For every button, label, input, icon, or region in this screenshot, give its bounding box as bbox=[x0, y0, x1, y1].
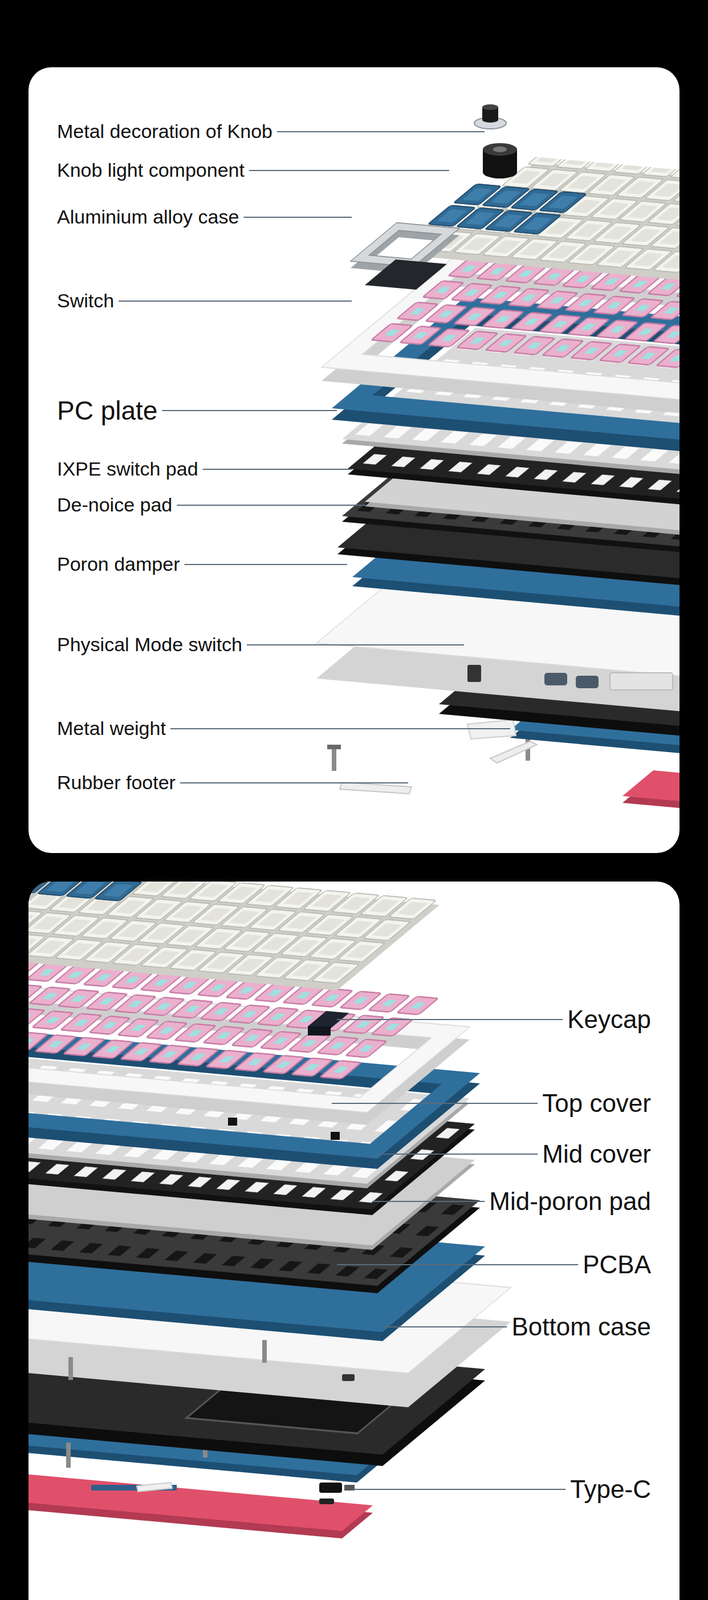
leader-line bbox=[372, 1200, 485, 1202]
leader-line bbox=[382, 1325, 507, 1328]
part-label: Type-C bbox=[570, 1474, 651, 1504]
part-label: Mid-poron pad bbox=[489, 1186, 651, 1216]
leader-line bbox=[180, 782, 409, 784]
leader-line bbox=[170, 727, 511, 730]
part-label: Metal weight bbox=[57, 717, 166, 740]
part-label: PC plate bbox=[57, 395, 158, 426]
leader-line bbox=[249, 169, 450, 172]
part-label: Aluminium alloy case bbox=[57, 205, 239, 229]
part-label: IXPE switch pad bbox=[57, 457, 199, 480]
leader-line bbox=[336, 1263, 579, 1265]
leader-line bbox=[184, 563, 348, 565]
part-label: Rubber footer bbox=[57, 771, 176, 794]
leader-line bbox=[161, 409, 337, 412]
leader-line bbox=[202, 468, 352, 470]
leader-line bbox=[176, 504, 368, 506]
part-label: Knob light component bbox=[57, 159, 245, 182]
leader-line bbox=[352, 1488, 566, 1490]
part-label: Mid cover bbox=[542, 1139, 651, 1169]
part-label: Switch bbox=[57, 289, 115, 312]
part-label: Keycap bbox=[567, 1004, 651, 1035]
leader-line bbox=[118, 300, 352, 302]
leader-line bbox=[331, 1102, 538, 1104]
part-label: Poron damper bbox=[57, 552, 180, 576]
part-label: PCBA bbox=[582, 1250, 651, 1280]
part-label: Bottom case bbox=[511, 1312, 651, 1342]
exploded-layers bbox=[28, 881, 511, 1538]
leader-line bbox=[243, 216, 352, 218]
part-label: Metal decoration of Knob bbox=[57, 120, 273, 143]
part-label: De-noice pad bbox=[57, 493, 173, 516]
leader-line bbox=[277, 131, 485, 133]
leader-line bbox=[246, 644, 465, 646]
leader-line bbox=[377, 1153, 538, 1155]
part-label: Top cover bbox=[542, 1088, 651, 1118]
leader-line bbox=[336, 1018, 563, 1020]
exploded-layers bbox=[316, 104, 680, 853]
part-label: Physical Mode switch bbox=[57, 633, 243, 656]
